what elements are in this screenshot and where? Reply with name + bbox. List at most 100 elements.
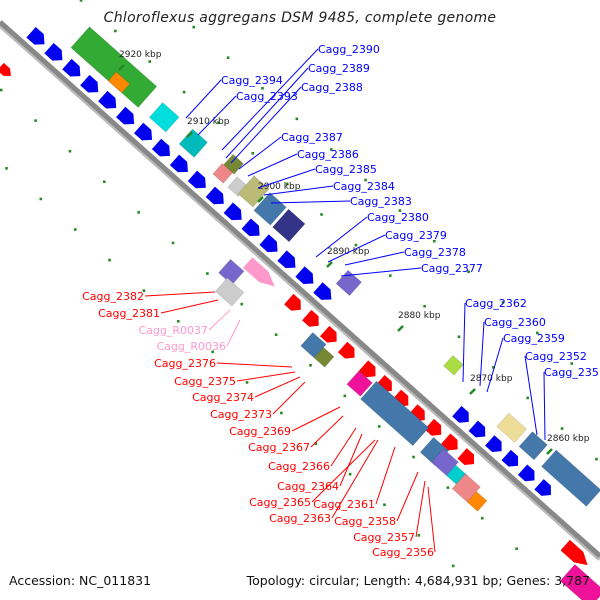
forward-label-leader <box>344 251 405 266</box>
cog-block <box>431 448 459 476</box>
forward-gene-label: Cagg_2377 <box>421 262 483 275</box>
track-dot <box>108 258 111 262</box>
reverse-gene-arrow <box>560 539 588 566</box>
track-dot <box>388 274 392 277</box>
reverse-gene-arrow <box>0 62 11 76</box>
forward-gene-arrow <box>98 90 117 109</box>
track-dot <box>217 121 220 125</box>
forward-gene-arrow <box>468 420 486 438</box>
forward-gene-arrow <box>80 74 99 93</box>
reverse-label-leader <box>311 439 376 503</box>
forward-label-leader <box>270 200 351 204</box>
reverse-label-leader <box>291 406 341 432</box>
track-dot <box>137 211 140 214</box>
track-dot <box>501 301 505 304</box>
forward-gene-label: Cagg_2383 <box>350 195 412 208</box>
forward-gene-arrow <box>187 170 206 189</box>
reverse-gene-label: Cagg_2382 <box>82 290 144 303</box>
cog-block <box>272 208 306 243</box>
kbp-tick-mark <box>546 448 553 455</box>
forward-gene-arrow <box>452 405 469 423</box>
track-dot <box>251 152 255 155</box>
track-dot <box>285 182 289 186</box>
track-dot <box>451 564 455 568</box>
reverse-gene-label: Cagg_2367 <box>248 441 310 454</box>
reverse-gene-label: Cagg_2365 <box>249 496 311 509</box>
reverse-gene-label: Cagg_2363 <box>269 512 331 525</box>
cog-block <box>443 355 464 376</box>
reverse-label-leader <box>160 299 219 314</box>
track-dot <box>383 503 386 507</box>
forward-label-leader <box>524 355 538 436</box>
forward-gene-arrow <box>151 138 170 157</box>
track-dot <box>0 88 3 92</box>
reverse-gene-label: Cagg_R0037 <box>138 324 208 337</box>
cog-block <box>107 71 131 94</box>
track-dot <box>5 167 8 170</box>
track-dot <box>171 241 175 245</box>
track-dot <box>492 366 495 369</box>
forward-label-leader <box>543 371 546 441</box>
cog-block <box>218 258 245 286</box>
reverse-label-leader <box>254 376 301 398</box>
kbp-tick-mark <box>118 64 125 71</box>
forward-gene-arrow <box>277 250 296 269</box>
kbp-tick-mark <box>397 325 404 332</box>
forward-gene-label: Cagg_2351 <box>544 366 600 379</box>
reverse-gene-label: Cagg_2373 <box>210 408 272 421</box>
forward-gene-arrow <box>169 154 188 173</box>
track-dot <box>329 148 333 151</box>
cog-block <box>223 153 244 175</box>
reverse-gene-label: Cagg_2361 <box>313 498 375 511</box>
reverse-gene-label: Cagg_2369 <box>229 425 291 438</box>
reverse-label-leader <box>144 291 216 297</box>
track-dot <box>515 547 518 551</box>
reverse-label-leader <box>396 471 419 522</box>
track-dot <box>280 411 283 415</box>
track-dot <box>595 457 598 461</box>
forward-label-leader <box>238 136 282 170</box>
reverse-gene-arrow <box>302 309 319 327</box>
reverse-label-leader <box>331 439 379 519</box>
reverse-label-leader <box>310 415 344 448</box>
forward-gene-label: Cagg_2393 <box>236 90 298 103</box>
cog-block <box>214 277 245 307</box>
genome-title: Chloroflexus aggregans DSM 9485, complet… <box>103 10 497 26</box>
reverse-label-leader <box>330 427 357 467</box>
cog-block <box>70 26 158 108</box>
cog-block <box>335 269 362 297</box>
track-dot <box>417 534 421 537</box>
kbp-tick-mark <box>186 131 193 138</box>
kbp-tick-label: 2900 kbp <box>258 182 301 192</box>
genome-summary: Topology: circular; Length: 4,684,931 bp… <box>246 573 590 588</box>
forward-gene-arrow <box>501 449 519 467</box>
track-dot <box>320 213 323 216</box>
cog-block <box>178 128 208 158</box>
track-dot <box>526 396 530 400</box>
track-dot <box>446 486 450 489</box>
accession-text: Accession: NC_011831 <box>9 573 152 588</box>
reverse-gene-label: Cagg_2364 <box>277 480 339 493</box>
track-dot <box>377 425 381 428</box>
forward-gene-arrow <box>259 234 278 253</box>
track-dot <box>79 0 83 2</box>
forward-gene-arrow <box>313 282 332 300</box>
track-dot <box>103 180 106 184</box>
reverse-gene-arrow <box>337 341 355 359</box>
track-dot <box>467 270 470 274</box>
forward-gene-arrow <box>26 27 45 45</box>
track-dot <box>480 516 484 520</box>
reverse-label-leader <box>216 362 293 368</box>
forward-gene-label: Cagg_2359 <box>503 332 565 345</box>
rna-gene-arrow <box>243 257 275 287</box>
forward-label-leader <box>315 216 368 258</box>
forward-gene-arrow <box>485 435 502 453</box>
forward-gene-label: Cagg_2384 <box>333 180 395 193</box>
reverse-label-leader <box>226 319 241 347</box>
track-dot <box>34 119 37 122</box>
cog-block <box>496 412 528 443</box>
forward-label-leader <box>247 153 298 177</box>
track-dot <box>432 239 436 243</box>
track-dot <box>309 363 312 367</box>
